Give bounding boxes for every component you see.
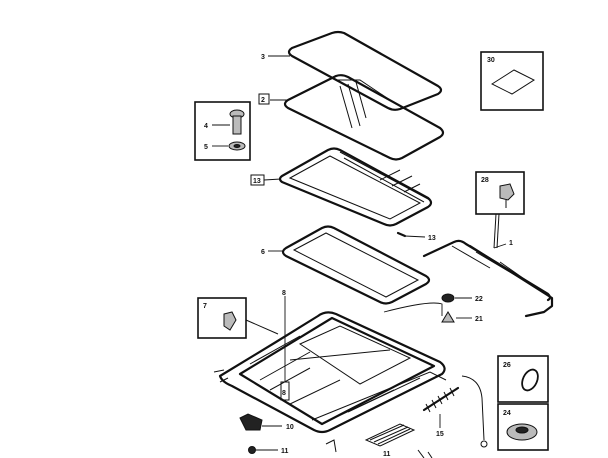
bottom-marks	[325, 439, 433, 458]
callout-13b: 13	[428, 235, 436, 242]
callout-8: 8	[282, 290, 286, 297]
callout-11: 11	[281, 448, 289, 455]
callout-8b: 8	[282, 390, 286, 397]
callout-7: 7	[203, 303, 207, 310]
callout-15: 15	[436, 431, 444, 438]
part-box-4-5	[194, 101, 251, 161]
part-inner-frame	[278, 147, 433, 227]
part-box-24	[497, 403, 549, 451]
callout-3: 3	[261, 54, 265, 61]
callout-30: 30	[487, 57, 495, 64]
callout-4: 4	[204, 123, 208, 130]
callout-26: 26	[503, 362, 511, 369]
callout-2: 2	[261, 97, 265, 104]
callout-10: 10	[286, 424, 294, 431]
part-bolt-8	[280, 296, 290, 401]
part-glass-panel	[283, 74, 445, 161]
part-knob-21	[441, 311, 472, 323]
part-connector-10	[239, 413, 282, 431]
part-knob-22	[441, 293, 472, 303]
callout-13: 13	[253, 178, 261, 185]
part-box-30	[480, 51, 544, 111]
callout-2-box	[258, 93, 270, 105]
part-spring-15	[422, 386, 460, 428]
part-guide-rail	[422, 239, 554, 318]
part-box-26	[497, 355, 549, 403]
part-seal-top	[268, 30, 443, 111]
part-box-7	[197, 297, 279, 339]
part-clip	[396, 231, 426, 238]
callout-1: 1	[509, 240, 513, 247]
part-cable	[461, 375, 488, 448]
callout-22: 22	[475, 296, 483, 303]
callout-21: 21	[475, 316, 483, 323]
part-box-28	[475, 171, 525, 249]
part-seal-ring	[268, 225, 431, 305]
callout-24: 24	[503, 410, 511, 417]
callout-11b: 11	[383, 451, 391, 458]
part-plug-11	[248, 446, 278, 454]
callout-6: 6	[261, 249, 265, 256]
callout-28: 28	[481, 177, 489, 184]
callout-5: 5	[204, 144, 208, 151]
part-strip-11	[364, 423, 416, 447]
